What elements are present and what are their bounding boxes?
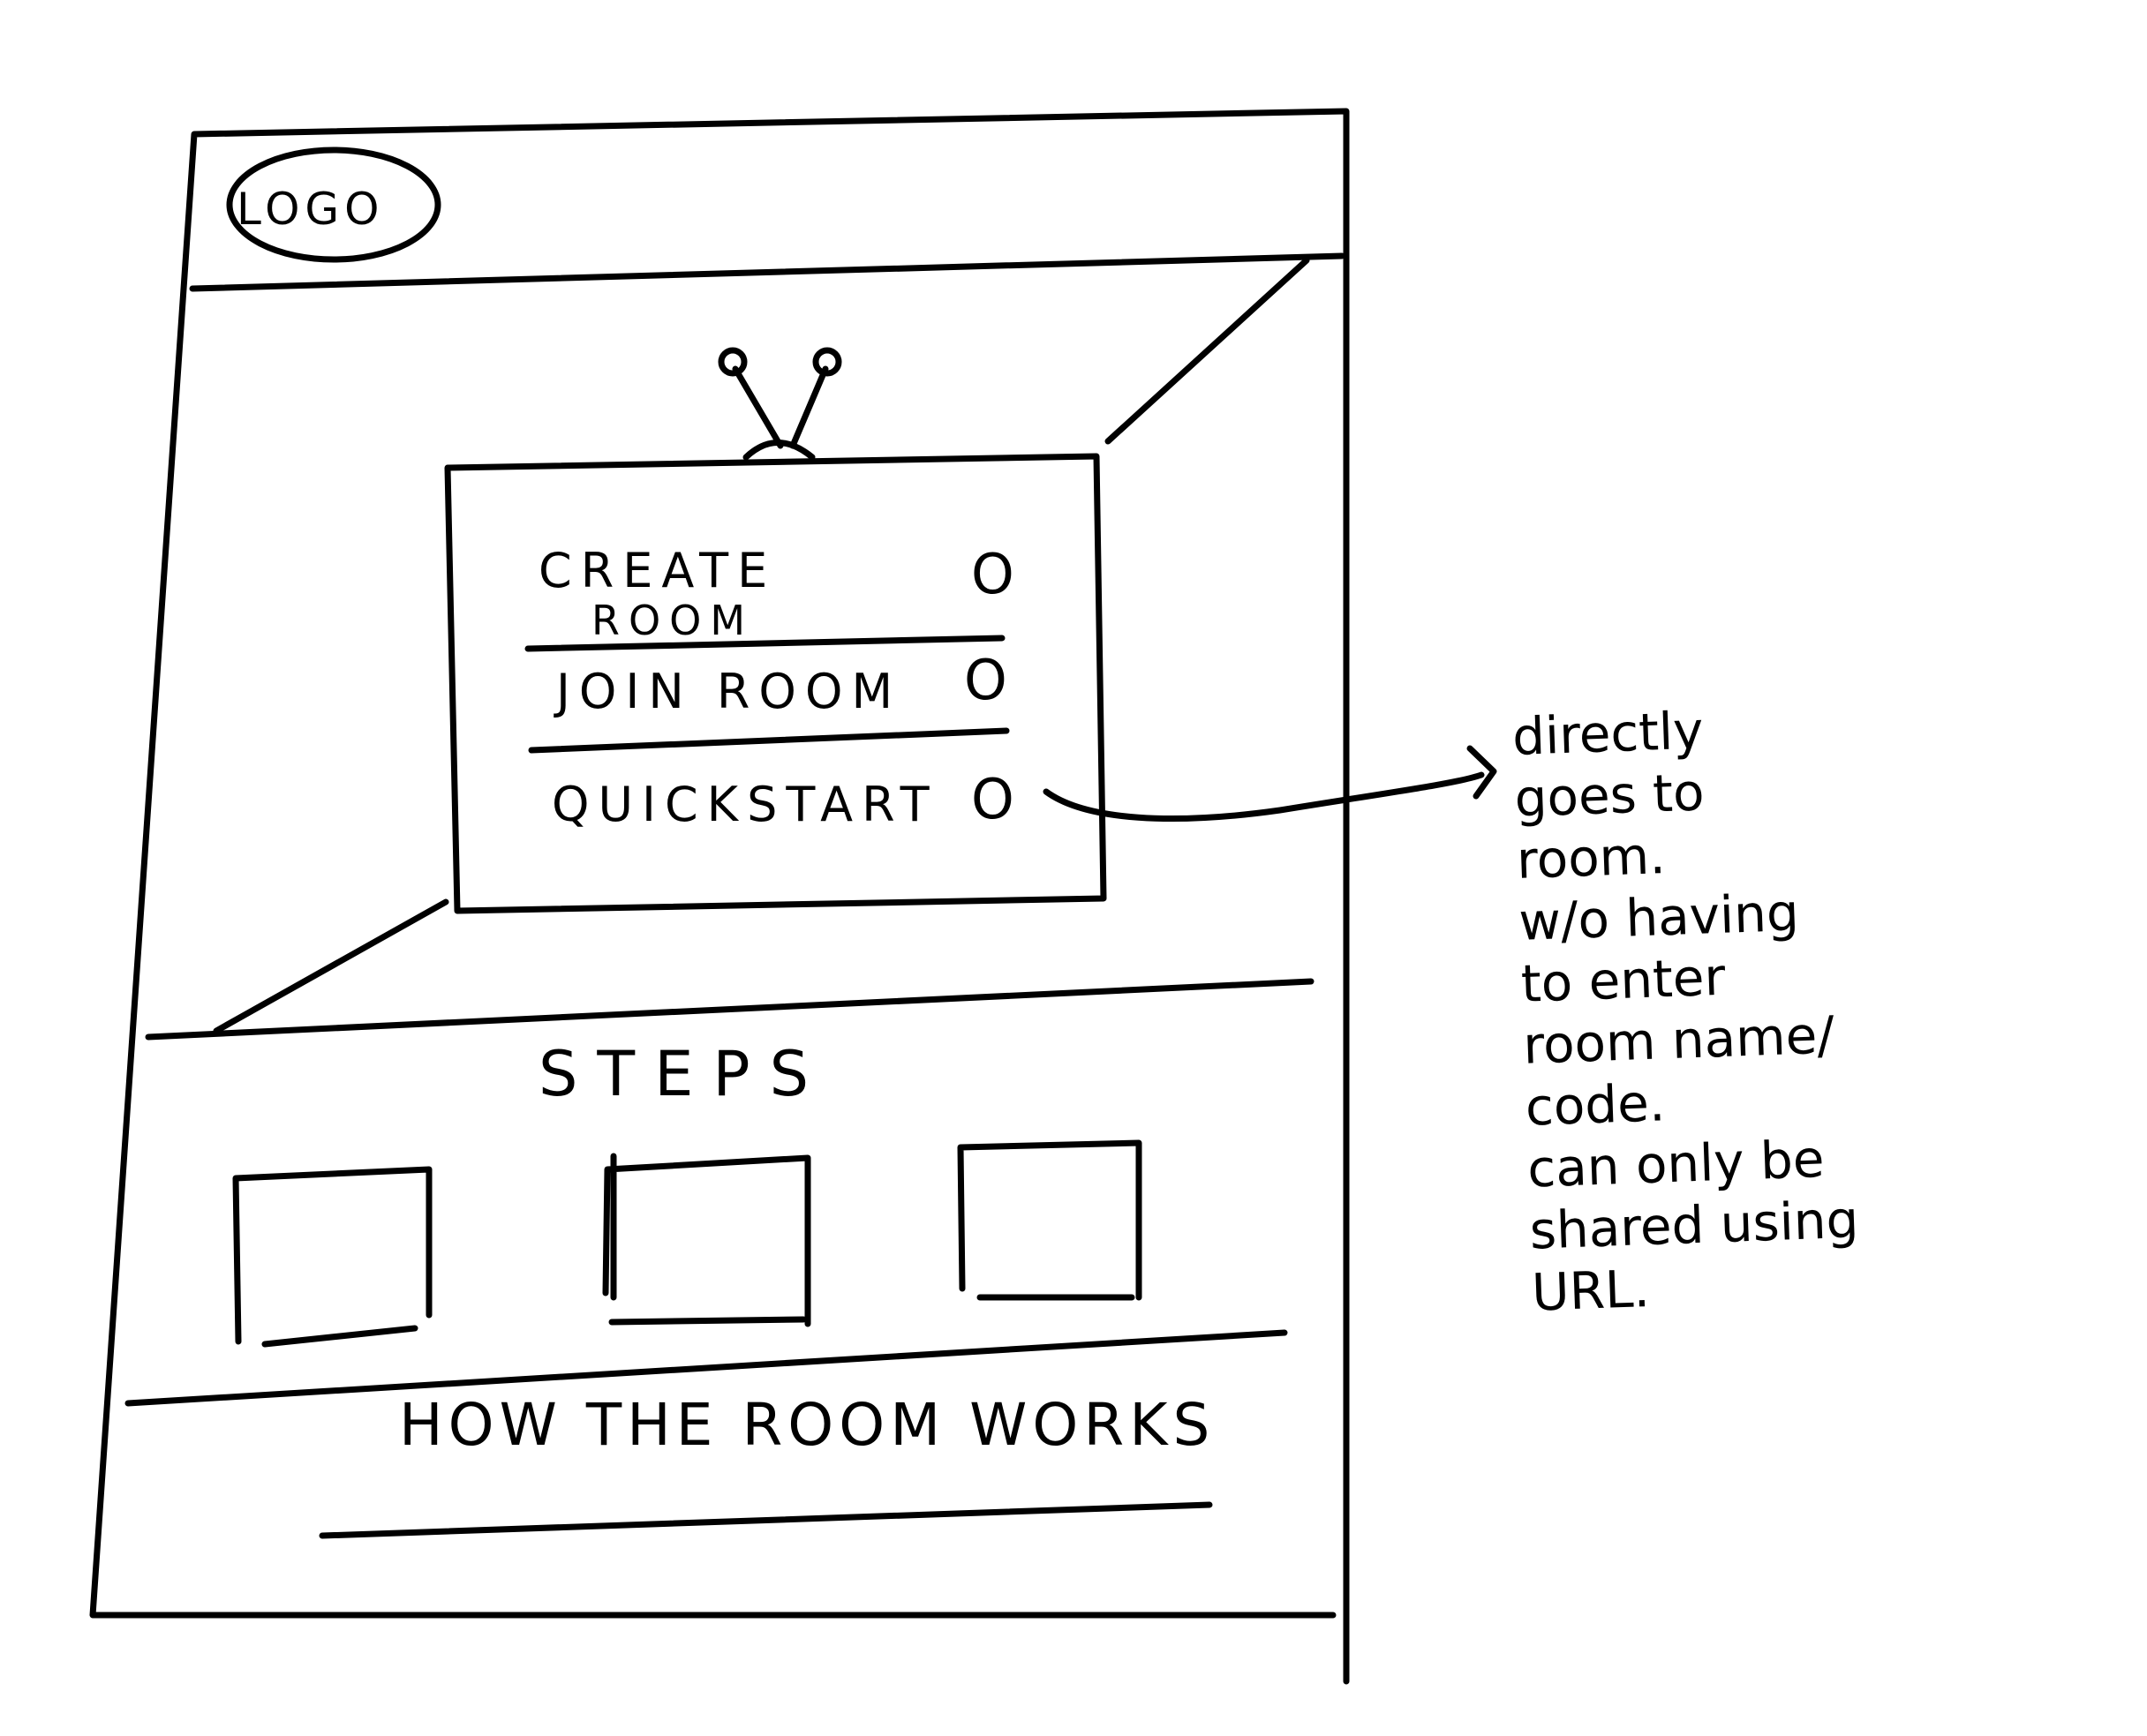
menu-item-join-room-label[interactable]: JOIN ROOM (556, 664, 902, 719)
how-underline (319, 1501, 1213, 1539)
menu-box (444, 453, 1107, 914)
annotation-arrow (1043, 771, 1485, 823)
quickstart-radio[interactable]: O (971, 767, 1014, 831)
create-room-radio[interactable]: O (971, 542, 1014, 606)
steps-divider (124, 1329, 1288, 1407)
step-box-2 (602, 1153, 811, 1327)
steps-title: STEPS (539, 1038, 829, 1110)
hero-divider (145, 978, 1315, 1041)
menu-item-create-room-label-line1[interactable]: CREATE (539, 543, 777, 598)
step-box-3 (957, 1139, 1142, 1301)
arrow-head-icon (1466, 745, 1497, 800)
how-room-works-title: HOW THE ROOM WORKS (399, 1391, 1216, 1459)
quickstart-annotation: directly goes to room. w/o having to ent… (1511, 700, 1860, 1323)
tv-antenna-icon (718, 347, 842, 461)
menu-divider-1 (524, 635, 1006, 652)
perspective-line-top (1104, 257, 1310, 445)
menu-item-create-room-label-line2[interactable]: ROOM (591, 597, 755, 644)
logo-oval (226, 147, 441, 263)
step-box-1 (232, 1166, 433, 1348)
menu-item-quickstart-label[interactable]: QUICKSTART (552, 777, 938, 832)
logo-label[interactable]: LOGO (237, 184, 385, 235)
join-room-radio[interactable]: O (964, 648, 1007, 712)
header-divider (189, 252, 1345, 292)
perspective-line-bottom (213, 898, 449, 1034)
menu-divider-2 (528, 727, 1010, 754)
page-frame (89, 108, 1350, 1685)
